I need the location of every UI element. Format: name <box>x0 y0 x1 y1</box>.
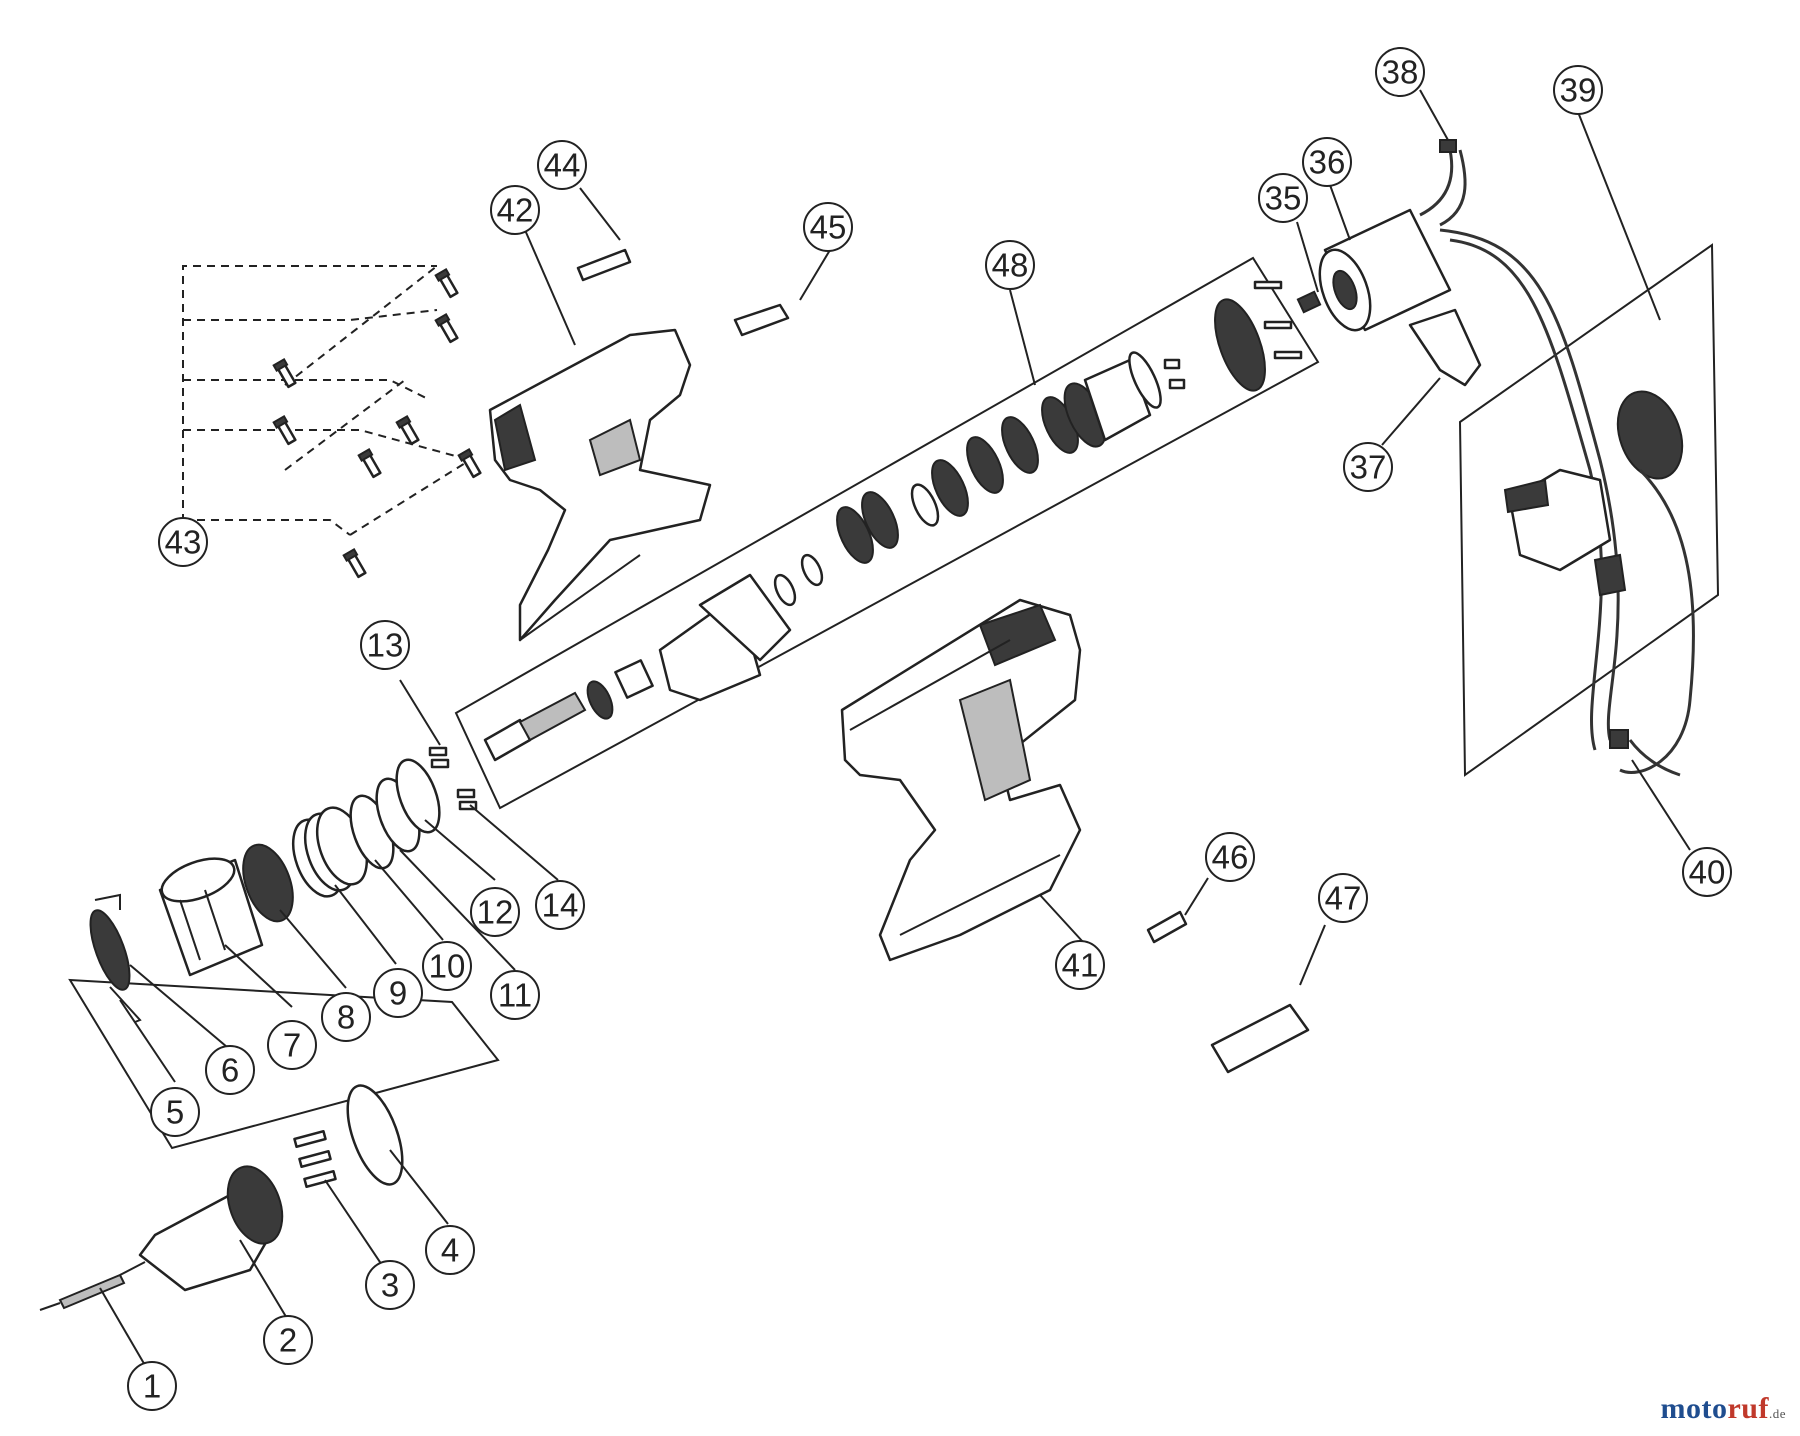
svg-text:47: 47 <box>1325 880 1362 917</box>
callout-3: 3 <box>365 1260 415 1310</box>
svg-text:40: 40 <box>1689 854 1726 891</box>
callout-12: 12 <box>470 887 520 937</box>
svg-text:6: 6 <box>221 1052 239 1089</box>
site-watermark-logo: motoruf.de <box>1660 1392 1786 1426</box>
callout-40: 40 <box>1682 847 1732 897</box>
callout-39: 39 <box>1553 65 1603 115</box>
part-housing-left <box>488 328 712 642</box>
svg-text:14: 14 <box>542 887 579 924</box>
part-small-pins <box>428 746 478 811</box>
part-screws <box>272 268 482 579</box>
svg-text:12: 12 <box>477 894 514 931</box>
svg-text:48: 48 <box>992 247 1029 284</box>
callout-45: 45 <box>803 202 853 252</box>
svg-text:5: 5 <box>166 1094 184 1131</box>
svg-text:45: 45 <box>810 209 847 246</box>
part-terminal <box>1609 729 1681 777</box>
part-bit-holder <box>1210 1003 1310 1074</box>
svg-text:36: 36 <box>1309 144 1346 181</box>
callout-13: 13 <box>360 620 410 670</box>
svg-text:8: 8 <box>337 999 355 1036</box>
gearbox-assembly-frame <box>454 256 1320 810</box>
svg-text:10: 10 <box>429 948 466 985</box>
svg-text:43: 43 <box>165 524 202 561</box>
part-spring <box>291 806 369 898</box>
part-spring-clip <box>109 986 142 1023</box>
part-o-ring <box>395 758 441 834</box>
svg-text:44: 44 <box>544 147 581 184</box>
part-gearbox-assembly <box>483 280 1303 762</box>
callout-9: 9 <box>373 968 423 1018</box>
part-housing-right <box>840 598 1082 962</box>
svg-text:42: 42 <box>497 192 534 229</box>
callout-10: 10 <box>422 941 472 991</box>
svg-text:39: 39 <box>1560 72 1597 109</box>
watermark-part-1: moto <box>1660 1392 1728 1425</box>
svg-text:3: 3 <box>381 1267 399 1304</box>
callout-8: 8 <box>321 992 371 1042</box>
callout-11: 11 <box>490 970 540 1020</box>
callout-5: 5 <box>150 1087 200 1137</box>
callout-1: 1 <box>127 1361 177 1411</box>
svg-text:1: 1 <box>143 1368 161 1405</box>
callout-48: 48 <box>985 240 1035 290</box>
clutch-group-frame <box>68 978 500 1150</box>
part-drill-bit <box>39 1273 126 1311</box>
part-cylinder <box>576 248 632 282</box>
screw-group-dashes <box>182 265 471 550</box>
svg-text:41: 41 <box>1062 947 1099 984</box>
svg-text:2: 2 <box>279 1322 297 1359</box>
part-chuck <box>119 1165 284 1292</box>
part-bit-45 <box>733 303 790 337</box>
callout-37: 37 <box>1343 442 1393 492</box>
svg-text:13: 13 <box>367 627 404 664</box>
part-spacer-disc <box>346 1084 404 1186</box>
callout-35: 35 <box>1258 173 1308 223</box>
watermark-part-3: .de <box>1768 1406 1786 1421</box>
callout-44: 44 <box>537 140 587 190</box>
part-reverse-lever <box>1408 308 1482 387</box>
callout-14: 14 <box>535 880 585 930</box>
svg-text:35: 35 <box>1265 180 1302 217</box>
leader-lines <box>99 89 1691 1368</box>
svg-text:38: 38 <box>1382 54 1419 91</box>
svg-text:11: 11 <box>498 977 532 1014</box>
callout-42: 42 <box>490 185 540 235</box>
svg-text:37: 37 <box>1350 449 1387 486</box>
svg-text:46: 46 <box>1212 839 1249 876</box>
part-pinion <box>1296 290 1322 314</box>
watermark-part-2: ruf <box>1727 1392 1769 1425</box>
part-motor <box>1318 208 1452 332</box>
svg-text:7: 7 <box>283 1027 301 1064</box>
part-pins <box>293 1130 337 1188</box>
part-retaining-plate <box>89 893 131 991</box>
svg-text:9: 9 <box>389 975 407 1012</box>
callout-38: 38 <box>1375 47 1425 97</box>
part-motor-wires <box>1419 139 1620 751</box>
switch-assembly-frame <box>1458 243 1720 777</box>
callout-2: 2 <box>263 1315 313 1365</box>
callout-43: 43 <box>158 517 208 567</box>
callout-36: 36 <box>1302 137 1352 187</box>
part-bit-46 <box>1146 910 1188 944</box>
callout-47: 47 <box>1318 873 1368 923</box>
part-clutch-ring <box>242 843 294 923</box>
callout-4: 4 <box>425 1225 475 1275</box>
callout-6: 6 <box>205 1045 255 1095</box>
callout-46: 46 <box>1205 832 1255 882</box>
svg-text:4: 4 <box>441 1232 459 1269</box>
part-clutch-collar <box>158 857 264 977</box>
callout-7: 7 <box>267 1020 317 1070</box>
callout-41: 41 <box>1055 940 1105 990</box>
part-switch <box>1503 390 1695 774</box>
